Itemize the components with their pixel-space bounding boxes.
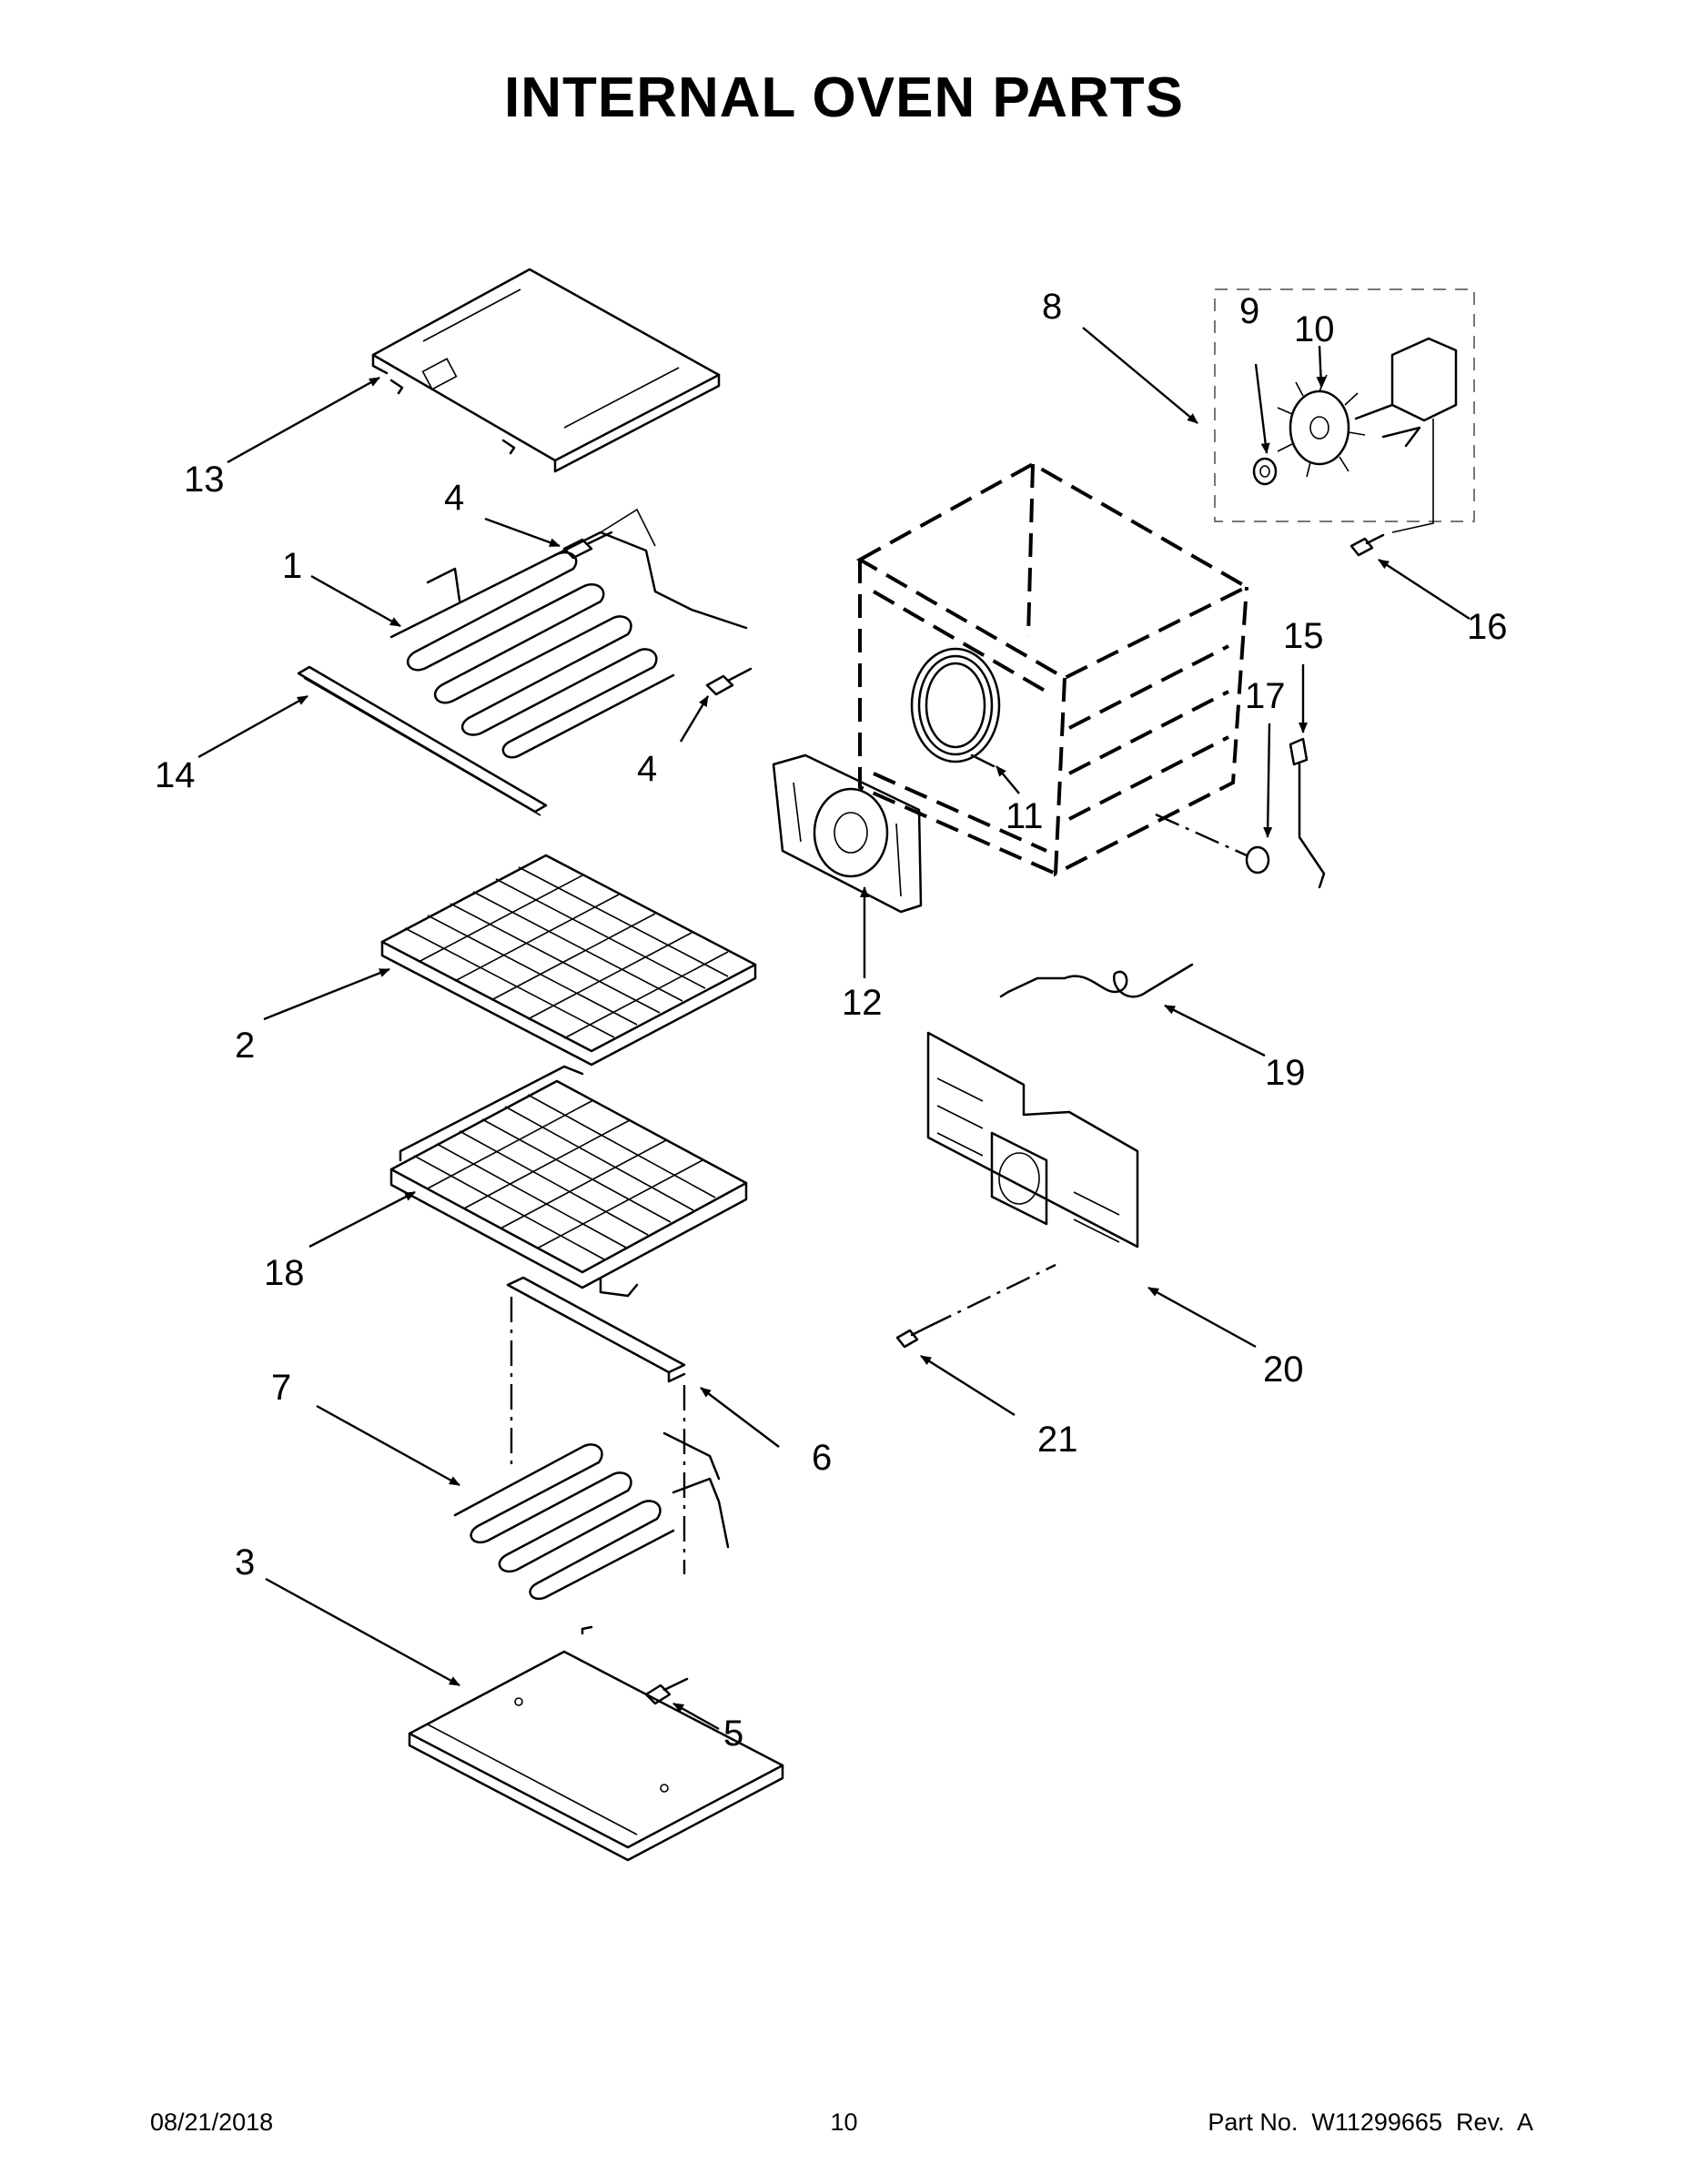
callout-8: 8 (1042, 287, 1062, 327)
part-2-oven-rack (380, 854, 757, 1067)
convection-motor (1354, 337, 1458, 533)
part-18-rollout-rack (389, 1065, 748, 1298)
callout-3: 3 (235, 1542, 255, 1582)
callout-4-lower: 4 (637, 749, 657, 789)
motor-assembly-group-box (1214, 288, 1475, 522)
part-10-fan-blade (1277, 374, 1366, 478)
callout-19: 19 (1265, 1053, 1306, 1093)
part-20-rear-panel (926, 1031, 1139, 1249)
callout-15: 15 (1283, 616, 1324, 656)
part-4-screw-upper (562, 531, 613, 560)
part-15-sensor (1289, 737, 1326, 889)
part-3-bottom-panel (408, 1625, 784, 1862)
page-title: INTERNAL OVEN PARTS (504, 66, 1184, 129)
callout-12: 12 (842, 983, 883, 1023)
callout-18: 18 (264, 1253, 305, 1293)
part-6-element-bracket (506, 1276, 721, 1574)
part-13-top-panel (371, 268, 721, 473)
part-16-screw (1349, 533, 1385, 557)
callout-9: 9 (1239, 291, 1259, 331)
callout-6: 6 (812, 1438, 832, 1478)
part-7-lower-element (453, 1443, 730, 1600)
callout-21: 21 (1037, 1420, 1078, 1460)
callout-7: 7 (271, 1368, 291, 1408)
footer-date: 08/21/2018 (150, 2108, 274, 2136)
part-12-fan-cover (772, 753, 923, 914)
callout-10: 10 (1294, 309, 1335, 349)
part-4-screw-lower (705, 667, 753, 696)
part-21-screw (895, 1263, 1056, 1349)
callout-14: 14 (155, 755, 196, 795)
part-19-meat-probe (999, 963, 1194, 998)
part-14-trim-strip (297, 665, 548, 816)
callout-13: 13 (184, 460, 225, 500)
callout-20: 20 (1263, 1350, 1304, 1390)
part-8-oven-cavity (855, 461, 1251, 877)
part-5-screw (644, 1677, 689, 1705)
callout-1: 1 (282, 546, 302, 586)
part-17-grommet (1155, 813, 1270, 875)
callout-5: 5 (723, 1714, 743, 1754)
callout-16: 16 (1467, 607, 1508, 647)
part-9-nut (1252, 457, 1278, 486)
footer-part-number: Part No. W11299665 Rev. A (1208, 2108, 1533, 2136)
callout-2: 2 (235, 1026, 255, 1066)
callout-4-upper: 4 (444, 478, 464, 518)
callout-17: 17 (1245, 676, 1286, 716)
part-1-upper-element (389, 508, 748, 759)
footer-page-number: 10 (830, 2108, 858, 2136)
part-11-convection-element (910, 647, 1001, 768)
callout-11: 11 (1006, 796, 1044, 836)
